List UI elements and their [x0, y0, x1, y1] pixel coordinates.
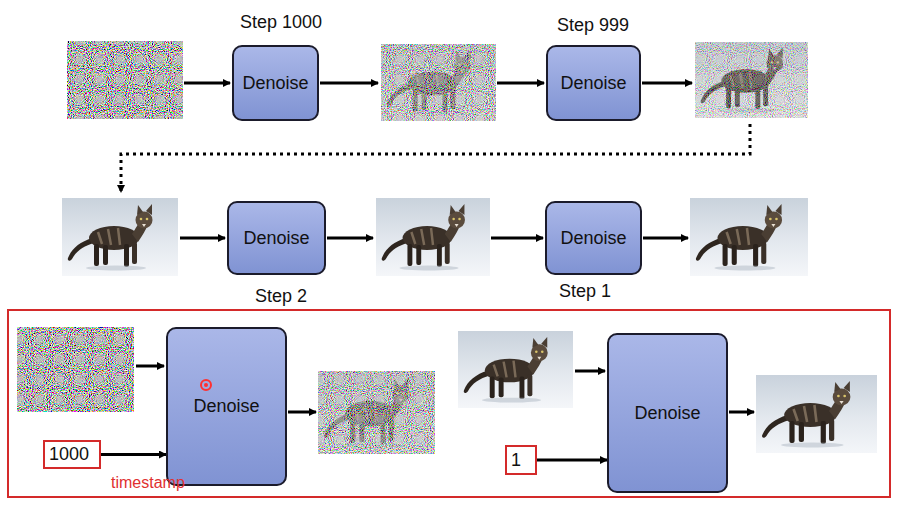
input-arrow	[537, 459, 607, 462]
timestamp-value: 1000	[49, 444, 89, 465]
process-box: Denoise	[166, 327, 287, 486]
step-label: Step 2	[255, 286, 307, 307]
process-box: Denoise	[545, 201, 642, 275]
step-label: Step 1	[559, 281, 611, 302]
box-label: Denoise	[560, 73, 626, 94]
timestamp-box: 1000	[43, 440, 101, 469]
timestamp-box: 1	[505, 445, 537, 475]
box-label: Denoise	[560, 228, 626, 249]
box-label: Denoise	[243, 228, 309, 249]
process-box: Denoise	[546, 45, 641, 121]
input-arrow	[101, 453, 166, 456]
box-label: Denoise	[634, 403, 700, 424]
process-box: Denoise	[232, 45, 319, 121]
box-label: Denoise	[193, 396, 259, 417]
process-box: Denoise	[227, 201, 326, 275]
step-label: Step 1000	[240, 12, 322, 33]
timestamp-value: 1	[511, 450, 521, 471]
box-label: Denoise	[242, 73, 308, 94]
step-label: Step 999	[557, 15, 629, 36]
process-box: Denoise	[607, 333, 728, 493]
annotation-label: timestamp	[111, 474, 185, 492]
